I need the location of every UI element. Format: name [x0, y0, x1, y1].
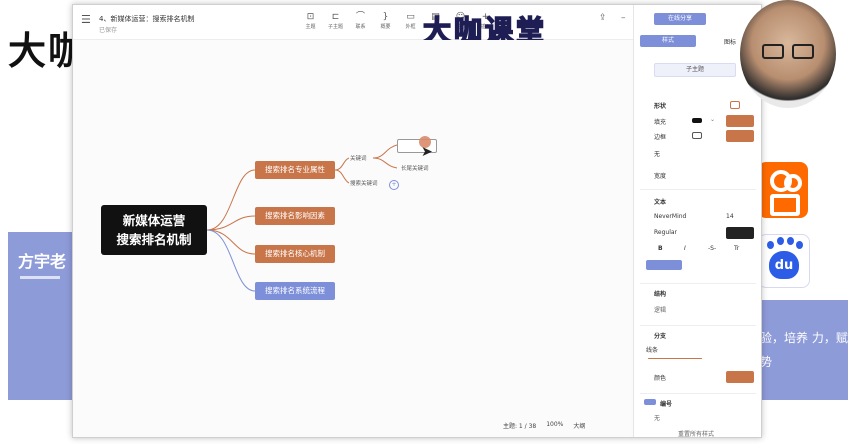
add-subtopic-button[interactable]: + — [389, 180, 399, 190]
branch-topic[interactable]: 搜索排名核心机制 — [255, 245, 335, 263]
font-weight-select[interactable]: Regular — [654, 229, 678, 236]
topic-icon: ⊡ — [306, 12, 315, 22]
branch-line-preview[interactable] — [648, 358, 702, 359]
menu-icon[interactable]: ☰ — [81, 13, 91, 26]
summary-icon: } — [382, 12, 389, 22]
text-section-title: 文本 — [654, 199, 667, 206]
italic-button[interactable]: I — [684, 245, 686, 252]
subtopic[interactable]: 关键词 — [350, 156, 367, 162]
width-label: 宽度 — [654, 173, 667, 180]
mindmap-app-window: ☰ 4、新媒体运营：搜索排名机制 已保存 ⊡主题 ⊏子主题 ⌒联系 }概要 ▭外… — [72, 4, 762, 438]
baidu-icon: du — [758, 234, 810, 288]
slide-right-panel — [758, 300, 848, 400]
numbering-select[interactable]: 无 — [654, 415, 661, 422]
share-icon[interactable]: ⇪ — [599, 13, 607, 23]
text-case-button[interactable]: Tr — [734, 245, 740, 252]
toolbar-notes-button[interactable]: ▤笔记 — [424, 11, 447, 30]
central-topic[interactable]: 新媒体运营 搜索排名机制 — [101, 205, 207, 255]
branch-section-title: 分支 — [654, 333, 667, 340]
outline-view-button[interactable]: 大纲 — [573, 423, 586, 430]
sticker-icon: ☺ — [455, 12, 466, 22]
divider — [640, 283, 756, 284]
slide-left-panel-text: 方宇老 — [18, 252, 67, 271]
toolbar-boundary-button[interactable]: ▭外框 — [399, 11, 422, 30]
subtopic[interactable]: 搜索关键词 — [350, 181, 378, 187]
status-bar: 主题: 1 / 38 100% 大纲 — [503, 421, 585, 430]
subtopic-style-button[interactable]: 子主题 — [654, 63, 736, 77]
topic-count: 主题: 1 / 38 — [503, 423, 537, 430]
branch-topic[interactable]: 搜索排名系统流程 — [255, 282, 335, 300]
text-color-picker[interactable] — [726, 227, 754, 239]
fill-color-picker[interactable] — [726, 115, 754, 127]
branch-color-label: 颜色 — [654, 375, 667, 382]
slide-left-panel-line — [20, 276, 60, 279]
tab-icon[interactable]: 图标 — [724, 39, 737, 46]
slide-right-panel-text: 验，培养 力，赋势 — [760, 331, 848, 369]
strikethrough-button[interactable]: -S- — [708, 245, 717, 252]
branch-color-picker[interactable] — [726, 371, 754, 383]
branch-line-label: 线条 — [646, 347, 659, 354]
glasses-icon — [762, 44, 784, 59]
numbering-toggle[interactable] — [644, 399, 656, 405]
structure-select[interactable]: 逻辑 — [654, 307, 667, 314]
align-left-button[interactable] — [646, 260, 682, 270]
relationship-icon: ⌒ — [355, 12, 365, 22]
central-topic-line1: 新媒体运营 — [122, 213, 186, 228]
insert-icon: + — [481, 12, 490, 22]
mindmap-canvas[interactable]: 新媒体运营 搜索排名机制 搜索排名专业属性 搜索排名影响因素 搜索排名核心机制 … — [73, 40, 631, 437]
divider — [640, 189, 756, 190]
connector-lines — [206, 144, 398, 292]
divider — [640, 325, 756, 326]
toolbar-sticker-button[interactable]: ☺贴纸 — [449, 11, 472, 30]
shape-section-title: 形状 — [654, 103, 667, 110]
boundary-icon: ▭ — [406, 12, 415, 22]
divider — [640, 393, 756, 394]
font-size-select[interactable]: 14 — [726, 213, 734, 220]
share-button[interactable]: 在线分享 — [654, 13, 706, 25]
slide-left-panel — [8, 232, 78, 400]
shape-preview[interactable] — [730, 101, 740, 109]
chevron-down-icon[interactable]: ⌄ — [710, 116, 716, 123]
toolbar-topic-button[interactable]: ⊡主题 — [299, 11, 322, 30]
reset-style-link[interactable]: 重置所有样式 — [678, 431, 715, 438]
document-title: 4、新媒体运营：搜索排名机制 — [99, 15, 195, 23]
border-style-swatch[interactable] — [692, 132, 702, 139]
bold-button[interactable]: B — [658, 245, 663, 252]
numbering-section-title: 编号 — [660, 401, 673, 408]
branch-topic[interactable]: 搜索排名影响因素 — [255, 207, 335, 225]
tab-style[interactable]: 样式 — [640, 35, 696, 47]
notes-icon: ▤ — [431, 12, 440, 22]
presenter-avatar — [740, 0, 836, 108]
toolbar-insert-button[interactable]: +插入 — [474, 11, 497, 30]
subtopic-icon: ⊏ — [331, 12, 340, 22]
glasses-icon — [792, 44, 814, 59]
toolbar-relationship-button[interactable]: ⌒联系 — [349, 11, 372, 30]
fill-color-swatch[interactable] — [692, 118, 702, 123]
fill-label: 填充 — [654, 119, 667, 126]
border-label: 边框 — [654, 134, 667, 141]
border-color-picker[interactable] — [726, 130, 754, 142]
toolbar: ⊡主题 ⊏子主题 ⌒联系 }概要 ▭外框 ▤笔记 ☺贴纸 +插入 — [299, 11, 497, 30]
baidu-label: du — [769, 251, 799, 279]
mouse-cursor-icon: ➤ — [421, 144, 433, 160]
toolbar-subtopic-button[interactable]: ⊏子主题 — [324, 11, 347, 30]
kuaishou-icon — [758, 162, 808, 218]
format-panel: 在线分享 样式 图标 子主题 形状 填充 ⌄ 边框 无 宽度 文本 NeverM… — [633, 5, 761, 438]
structure-section-title: 结构 — [654, 291, 667, 298]
subtopic[interactable]: 长尾关键词 — [401, 166, 429, 172]
central-topic-line2: 搜索排名机制 — [116, 232, 192, 247]
branch-topic[interactable]: 搜索排名专业属性 — [255, 161, 335, 179]
toolbar-summary-button[interactable]: }概要 — [374, 11, 397, 30]
document-status: 已保存 — [99, 27, 118, 34]
border-none-value[interactable]: 无 — [654, 151, 661, 158]
font-family-select[interactable]: NeverMind — [654, 213, 687, 220]
zoom-level[interactable]: 100% — [546, 421, 564, 428]
cursor-highlight — [419, 136, 431, 148]
minimize-icon[interactable]: – — [621, 13, 626, 23]
